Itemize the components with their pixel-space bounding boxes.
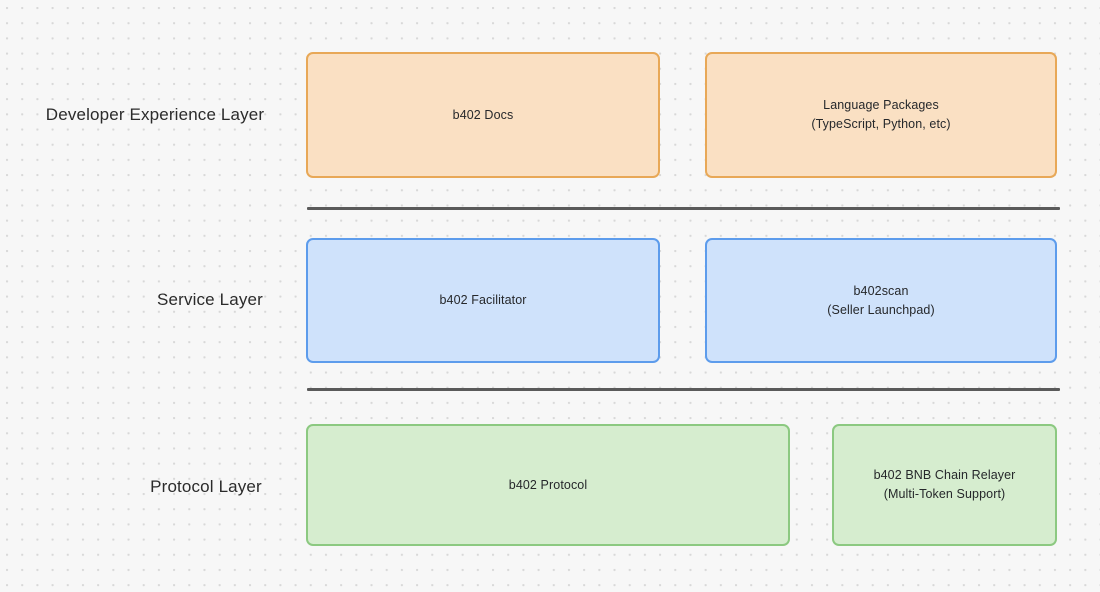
node-b402-facilitator-line1: b402 Facilitator <box>439 293 527 307</box>
node-b402scan-line1: b402scan <box>853 283 909 298</box>
layer-label-protocol: Protocol Layer <box>150 477 262 496</box>
layer-label-service: Service Layer <box>157 290 263 309</box>
node-b402-bnb-chain-relayer-line2: (Multi-Token Support) <box>883 487 1006 501</box>
layer-divider-1 <box>307 207 1060 210</box>
layer-label-developer-experience: Developer Experience Layer <box>45 105 265 124</box>
node-b402scan[interactable]: b402scan (Seller Launchpad) <box>705 238 1057 363</box>
layer-divider-2 <box>307 388 1060 391</box>
node-b402-docs[interactable]: b402 Docs <box>306 52 660 178</box>
node-b402-bnb-chain-relayer[interactable]: b402 BNB Chain Relayer (Multi-Token Supp… <box>832 424 1057 546</box>
node-language-packages-line1: Language Packages <box>823 98 939 112</box>
node-b402-docs-line1: b402 Docs <box>452 107 514 122</box>
node-b402-bnb-chain-relayer-line1: b402 BNB Chain Relayer <box>873 468 1016 482</box>
node-b402scan-line2: (Seller Launchpad) <box>827 302 935 317</box>
node-b402-facilitator[interactable]: b402 Facilitator <box>306 238 660 363</box>
node-b402-protocol-line1: b402 Protocol <box>508 477 588 492</box>
node-b402-protocol[interactable]: b402 Protocol <box>306 424 790 546</box>
node-language-packages-line2: (TypeScript, Python, etc) <box>811 117 951 131</box>
node-language-packages[interactable]: Language Packages (TypeScript, Python, e… <box>705 52 1057 178</box>
